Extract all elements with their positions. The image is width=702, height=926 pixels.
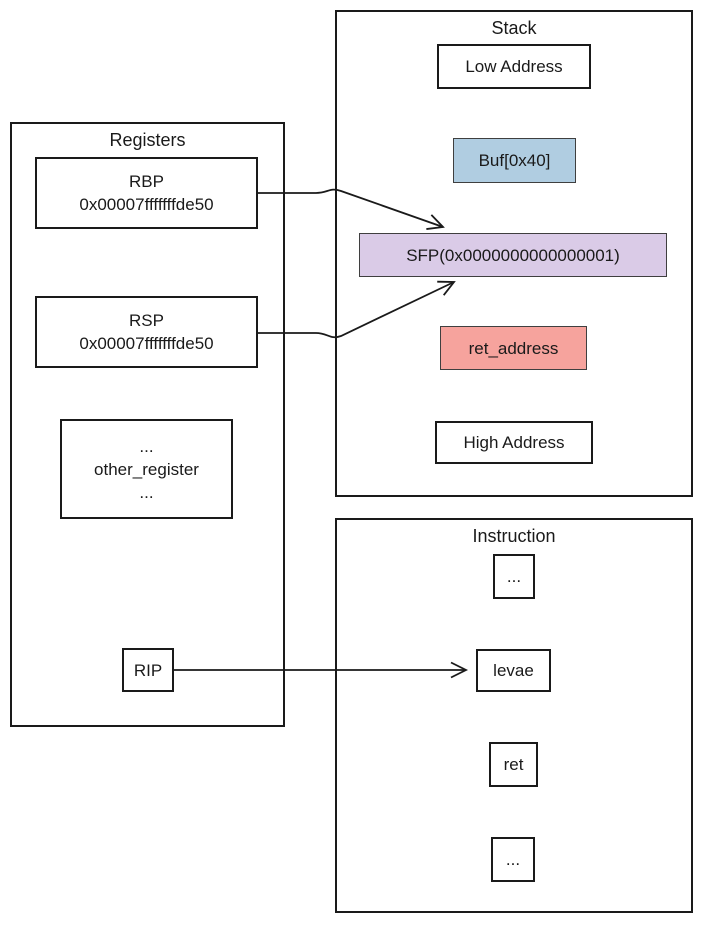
low-address-box: Low Address — [437, 44, 591, 89]
ret-address-box: ret_address — [440, 326, 587, 370]
instruction-ret-box: ret — [489, 742, 538, 787]
instruction-ellipsis-top-box: ... — [493, 554, 535, 599]
stack-title: Stack — [491, 18, 537, 38]
rsp-value: 0x00007fffffffde50 — [79, 334, 214, 353]
buf-box: Buf[0x40] — [453, 138, 576, 183]
sfp-label: SFP(0x0000000000000001) — [406, 245, 620, 265]
rsp-register-box: RSP 0x00007fffffffde50 — [35, 296, 258, 368]
ret-address-label: ret_address — [468, 338, 559, 358]
other-register-box: ... other_register ... — [60, 419, 233, 519]
buf-label: Buf[0x40] — [478, 151, 551, 170]
rbp-name: RBP — [129, 172, 164, 191]
instruction-ellipsis-bottom-label: ... — [505, 850, 521, 869]
other-register-label: other_register — [94, 459, 199, 479]
instruction-ellipsis-bottom-box: ... — [491, 837, 535, 882]
sfp-box: SFP(0x0000000000000001) — [359, 233, 667, 277]
high-address-label: High Address — [463, 433, 565, 452]
high-address-box: High Address — [435, 421, 593, 464]
registers-title: Registers — [109, 130, 186, 150]
rip-register-box: RIP — [122, 648, 174, 692]
other-register-ellipsis-top: ... — [139, 436, 154, 456]
instruction-ellipsis-top-label: ... — [506, 567, 522, 586]
rbp-register-box: RBP 0x00007fffffffde50 — [35, 157, 258, 229]
instruction-ret-label: ret — [503, 755, 524, 774]
other-register-ellipsis-bottom: ... — [139, 482, 154, 502]
instruction-levae-box: levae — [476, 649, 551, 692]
instruction-title: Instruction — [472, 526, 556, 546]
instruction-levae-label: levae — [493, 661, 534, 680]
low-address-label: Low Address — [465, 57, 563, 76]
rbp-value: 0x00007fffffffde50 — [79, 195, 214, 214]
rsp-name: RSP — [129, 311, 164, 330]
rip-name: RIP — [133, 660, 163, 680]
